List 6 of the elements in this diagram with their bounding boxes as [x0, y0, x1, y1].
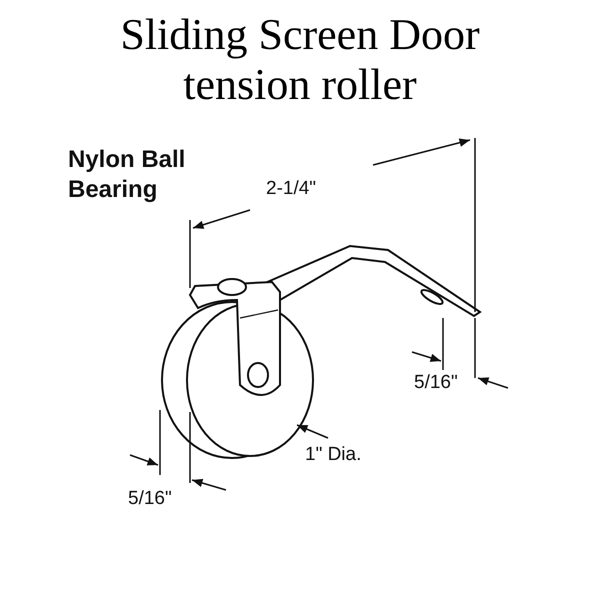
dimension-label: 5/16" — [128, 488, 172, 510]
dimension-label: 5/16" — [414, 372, 458, 394]
dimension-label: 1" Dia. — [305, 444, 362, 466]
part-label: Nylon Ball Bearing — [68, 145, 186, 205]
dimension-label: 2-1/4" — [266, 178, 316, 200]
title: Sliding Screen Door tension roller — [119, 10, 481, 110]
